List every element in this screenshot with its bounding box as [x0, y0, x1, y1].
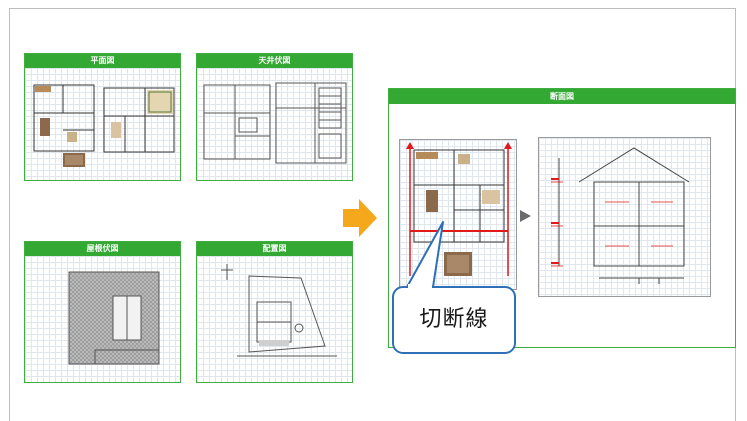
roof-plan-panel[interactable]: 屋根伏図 — [24, 241, 181, 383]
floor-plan-panel[interactable]: 平面図 — [24, 53, 181, 181]
site-plan-drawing — [221, 264, 337, 357]
play-triangle-icon — [520, 210, 531, 222]
site-plan-canvas — [197, 256, 352, 382]
ceiling-plan-panel[interactable]: 天井伏図 — [196, 53, 353, 181]
right-arrow-icon — [343, 199, 377, 237]
section-drawing-sheet — [538, 137, 711, 297]
ceiling-plan-drawing — [203, 82, 347, 164]
site-plan-panel[interactable]: 配置図 — [196, 241, 353, 383]
cut-line-label: 切断線 — [419, 307, 489, 332]
roof-plan-drawing — [68, 271, 160, 365]
section-title: 断面図 — [389, 89, 735, 104]
site-plan-title: 配置図 — [197, 242, 352, 256]
ceiling-plan-title: 天井伏図 — [197, 54, 352, 68]
section-drawing — [551, 147, 690, 284]
floor-plan-drawing — [33, 84, 175, 167]
roof-plan-canvas — [25, 256, 180, 382]
cut-floor-plan-drawing — [406, 142, 512, 276]
floor-plan-canvas — [25, 68, 180, 180]
callout-bubble — [392, 221, 516, 354]
ceiling-plan-canvas — [197, 68, 352, 180]
roof-plan-title: 屋根伏図 — [25, 242, 180, 256]
floor-plan-title: 平面図 — [25, 54, 180, 68]
